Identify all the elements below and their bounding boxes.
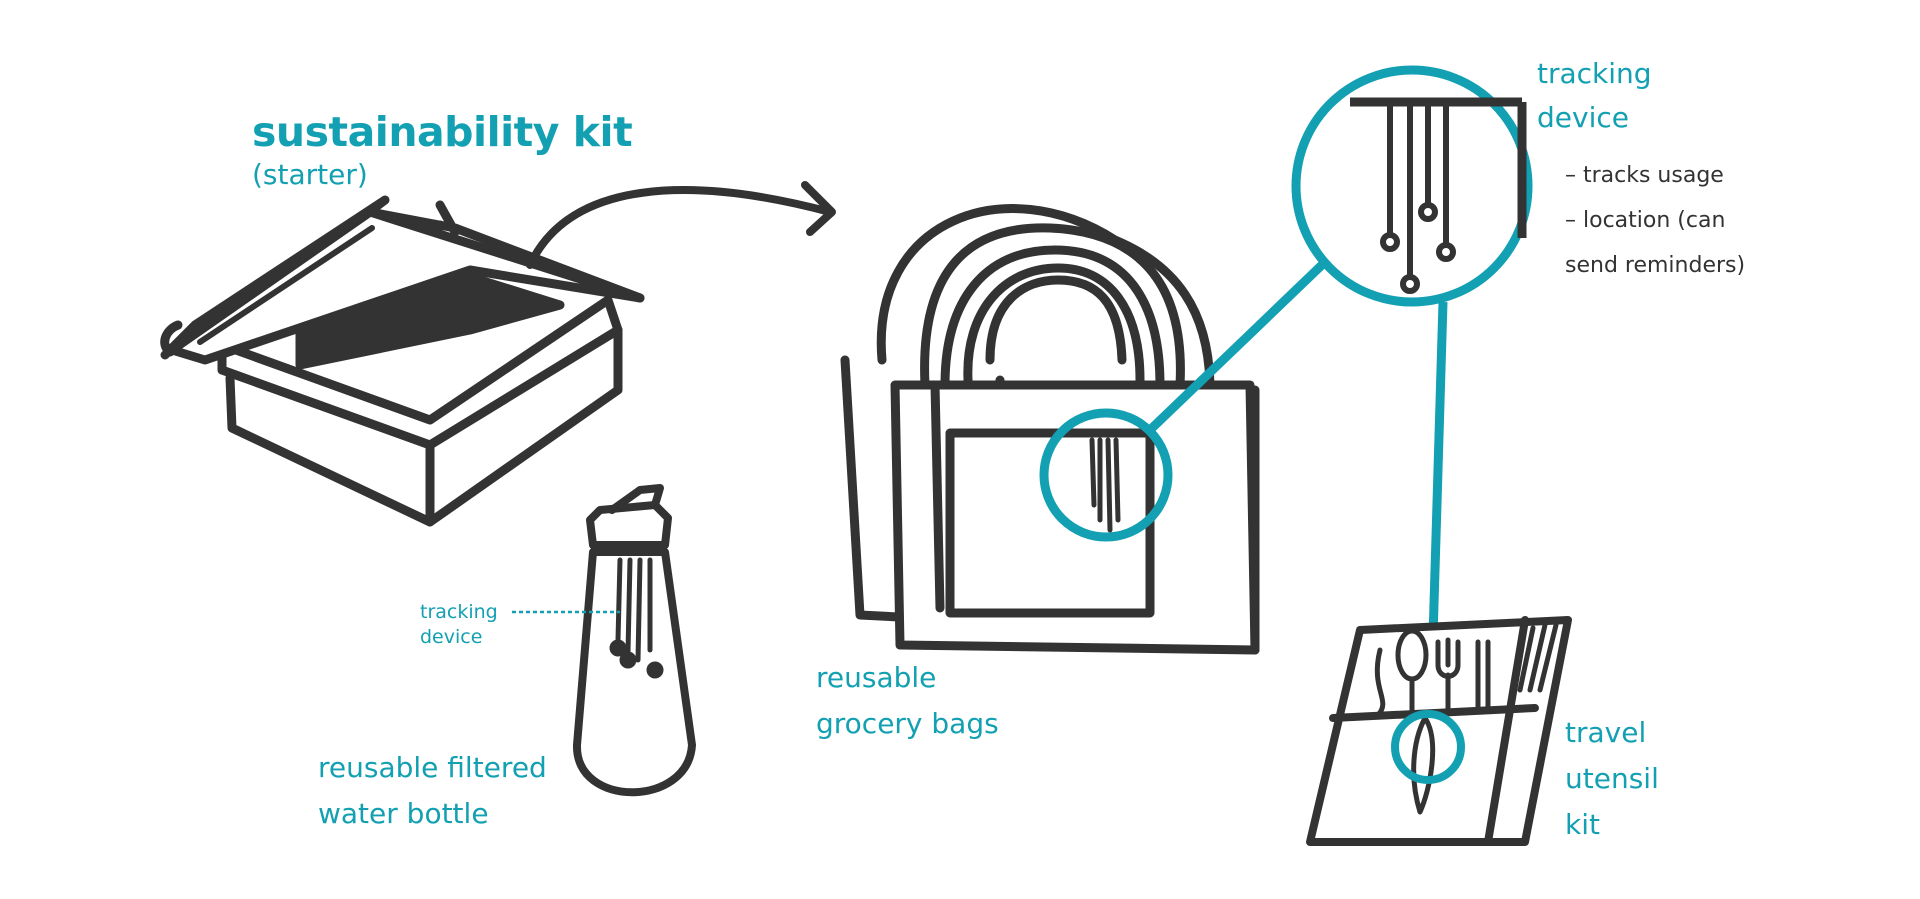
device-note: send reminders) [1565, 253, 1746, 278]
bottle-tracking-wires [609, 557, 664, 679]
utensils-label-line2: utensil [1565, 762, 1659, 795]
grocery-bags [840, 204, 1260, 655]
bottle-label-line1: reusable filtered [318, 751, 547, 784]
bottle-label-line2: water bottle [318, 797, 489, 830]
kit-to-bags-arrow [526, 181, 836, 269]
device-note: – tracks usage [1565, 163, 1724, 188]
bag-tracking-wires [1089, 437, 1121, 533]
tracking-device-detail [1350, 97, 1527, 294]
bags-label-line1: reusable [816, 661, 937, 694]
utensils-label: travel utensil kit [1565, 710, 1659, 848]
water-bottle [572, 484, 696, 797]
device-title-line1: tracking [1537, 57, 1652, 90]
bottle-label: reusable filtered water bottle [318, 745, 547, 837]
bottle-callout: tracking device [420, 600, 498, 650]
device-notes: – tracks usage – location (can send remi… [1565, 153, 1745, 288]
utensils-label-line1: travel [1565, 716, 1647, 749]
zoom-connector-line [1146, 258, 1329, 434]
device-title-line2: device [1537, 101, 1629, 134]
utensil-zoom-circle [1391, 710, 1465, 784]
bottle-callout-line1: tracking [420, 601, 498, 623]
utensil-kit [1306, 616, 1572, 846]
kit-title: sustainability kit [252, 108, 633, 156]
bags-label-line2: grocery bags [816, 707, 999, 740]
utensils-label-line3: kit [1565, 808, 1600, 841]
bags-label: reusable grocery bags [816, 655, 999, 747]
kit-subtitle: (starter) [252, 158, 368, 191]
device-title: tracking device [1537, 52, 1652, 140]
bag-zoom-circle [1039, 408, 1173, 542]
bottle-callout-line2: device [420, 626, 483, 648]
device-note: – location (can [1565, 208, 1726, 233]
kit-box [160, 195, 645, 527]
